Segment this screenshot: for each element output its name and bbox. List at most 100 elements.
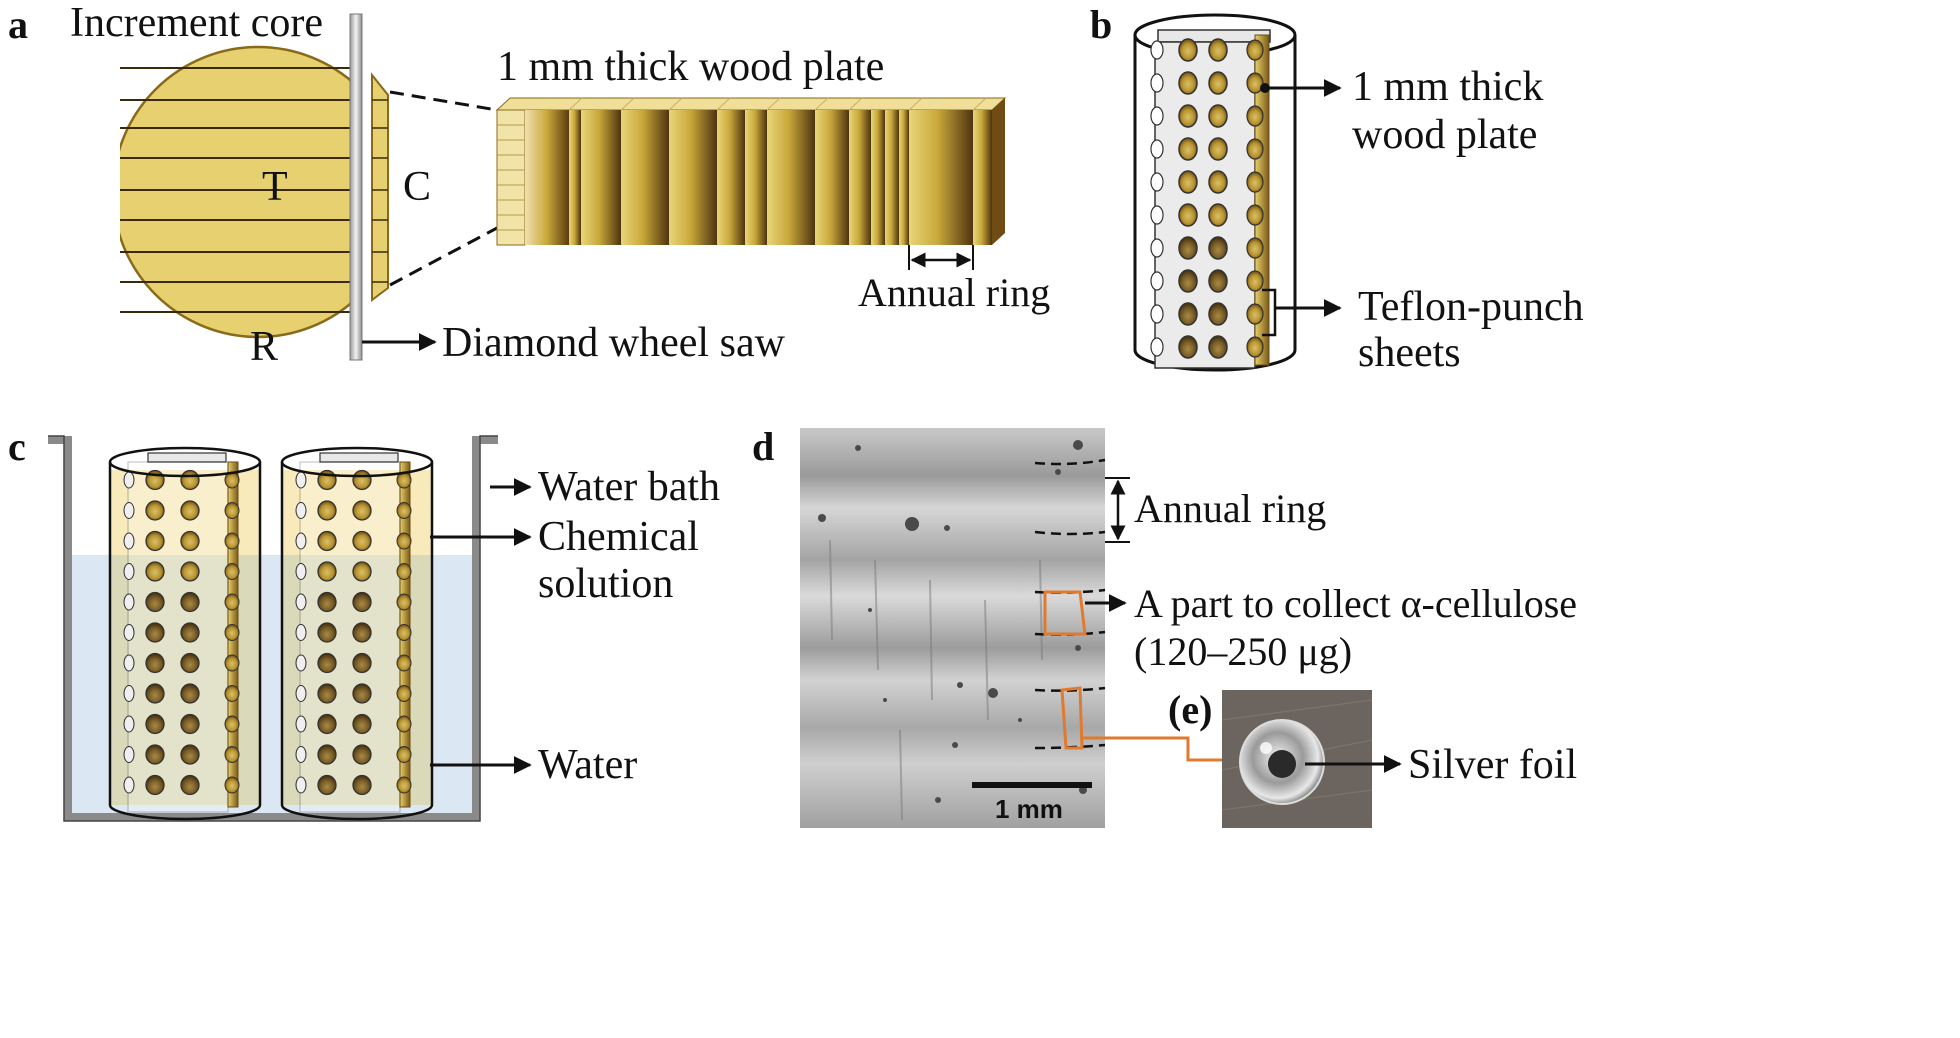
- silver-foil-photo: [1221, 690, 1373, 828]
- edge-notch: [1246, 204, 1264, 226]
- punch-hole: [352, 713, 372, 735]
- punch-hole: [145, 713, 165, 735]
- edge-notch: [1246, 336, 1264, 358]
- teflon-label-line1: Teflon-punch: [1358, 284, 1584, 330]
- sheet-bracket: [1262, 288, 1277, 337]
- edge-notch: [1246, 171, 1264, 193]
- punch-hole: [145, 530, 165, 552]
- core-slice-c: [371, 72, 389, 302]
- tube-bottom: [1133, 349, 1297, 372]
- punch-hole: [180, 500, 200, 521]
- diamond-wheel-saw-label: Diamond wheel saw: [442, 320, 786, 366]
- punch-hole: [1178, 170, 1198, 194]
- punch-hole: [317, 683, 337, 704]
- left-notch: [1150, 40, 1164, 60]
- water-label: Water: [538, 742, 637, 788]
- label-t: T: [262, 164, 288, 210]
- teflon-label-line2: sheets: [1358, 330, 1461, 376]
- edge-notch: [1246, 270, 1264, 292]
- panel-a: a Increment core T: [8, 0, 1050, 370]
- punch-hole: [180, 713, 200, 735]
- punch-hole: [352, 561, 372, 582]
- water-bath-label: Water bath: [538, 464, 720, 510]
- silver-foil-label: Silver foil: [1408, 742, 1577, 788]
- punch-hole: [145, 683, 165, 704]
- left-notch: [1150, 139, 1164, 159]
- punch-hole: [180, 561, 200, 582]
- punch-hole: [180, 622, 200, 643]
- punch-hole: [1178, 38, 1198, 62]
- left-notch: [1150, 304, 1164, 324]
- wood-plate-label-b-line1: 1 mm thick: [1352, 64, 1543, 110]
- punch-hole: [145, 500, 165, 521]
- punch-hole: [1208, 236, 1228, 260]
- increment-core-title: Increment core: [70, 0, 323, 46]
- reaction-tube-2: [280, 446, 434, 821]
- punch-hole: [1178, 236, 1198, 260]
- water-bath-outline: [48, 435, 498, 822]
- punch-hole: [1208, 104, 1228, 128]
- punch-hole: [180, 469, 200, 491]
- wood-plate-title: 1 mm thick wood plate: [497, 44, 884, 90]
- collect-label-line1: A part to collect α-cellulose: [1134, 581, 1577, 626]
- collect-region-1: [1043, 590, 1087, 636]
- punch-hole: [1178, 302, 1198, 326]
- left-notch: [1150, 172, 1164, 192]
- punch-hole: [1178, 269, 1198, 293]
- punch-hole: [1208, 269, 1228, 293]
- punch-hole: [180, 683, 200, 704]
- punch-hole: [1208, 38, 1228, 62]
- wood-plate-label-b-line2: wood plate: [1352, 112, 1537, 158]
- punch-hole: [1178, 335, 1198, 359]
- panel-b: b 1 mm thick wood plate Teflon-punch she…: [1090, 2, 1584, 376]
- punch-hole: [180, 744, 200, 765]
- punch-hole: [317, 713, 337, 735]
- punch-hole: [352, 530, 372, 552]
- zoom-line-top: [389, 90, 498, 112]
- collect-region-2: [1060, 686, 1084, 750]
- punch-hole: [317, 774, 337, 796]
- panel-label-e: (e): [1168, 687, 1212, 732]
- punch-hole: [352, 591, 372, 613]
- edge-notch: [1246, 138, 1264, 160]
- punch-hole: [180, 591, 200, 613]
- punch-hole: [317, 530, 337, 552]
- punch-hole: [145, 774, 165, 796]
- left-notch: [1150, 205, 1164, 225]
- punch-hole: [180, 652, 200, 674]
- left-notch: [1150, 73, 1164, 93]
- punch-hole: [352, 774, 372, 796]
- edge-notch: [1246, 39, 1264, 61]
- teflon-punch-sheet: [1150, 29, 1271, 369]
- annual-ring-label-d: Annual ring: [1134, 486, 1326, 531]
- punch-hole: [145, 744, 165, 765]
- punch-hole: [317, 591, 337, 613]
- punch-hole: [145, 591, 165, 613]
- left-notch: [1150, 238, 1164, 258]
- punch-hole: [1208, 170, 1228, 194]
- punch-hole: [1208, 335, 1228, 359]
- punch-hole: [145, 652, 165, 674]
- zoom-line-bottom: [389, 226, 498, 287]
- collect-label-line2: (120–250 μg): [1134, 629, 1352, 674]
- edge-notch: [1246, 105, 1264, 127]
- punch-hole: [352, 744, 372, 765]
- punch-hole: [1178, 203, 1198, 227]
- annual-ring-label-a: Annual ring: [858, 270, 1050, 315]
- punch-hole: [145, 622, 165, 643]
- punch-hole: [352, 652, 372, 674]
- punch-hole: [1178, 71, 1198, 95]
- panel-label-d: d: [752, 424, 774, 469]
- chemical-label-line1: Chemical: [538, 514, 699, 560]
- wood-plate: [495, 97, 1007, 246]
- reaction-tubes: [108, 446, 434, 821]
- increment-core-cross-section: [120, 45, 358, 339]
- edge-notch: [1246, 237, 1264, 259]
- plate-pointer-dot: [1260, 83, 1270, 93]
- punch-hole: [1208, 203, 1228, 227]
- punch-hole: [352, 622, 372, 643]
- panel-label-b: b: [1090, 2, 1112, 47]
- punch-hole: [317, 622, 337, 643]
- punch-hole: [1178, 137, 1198, 161]
